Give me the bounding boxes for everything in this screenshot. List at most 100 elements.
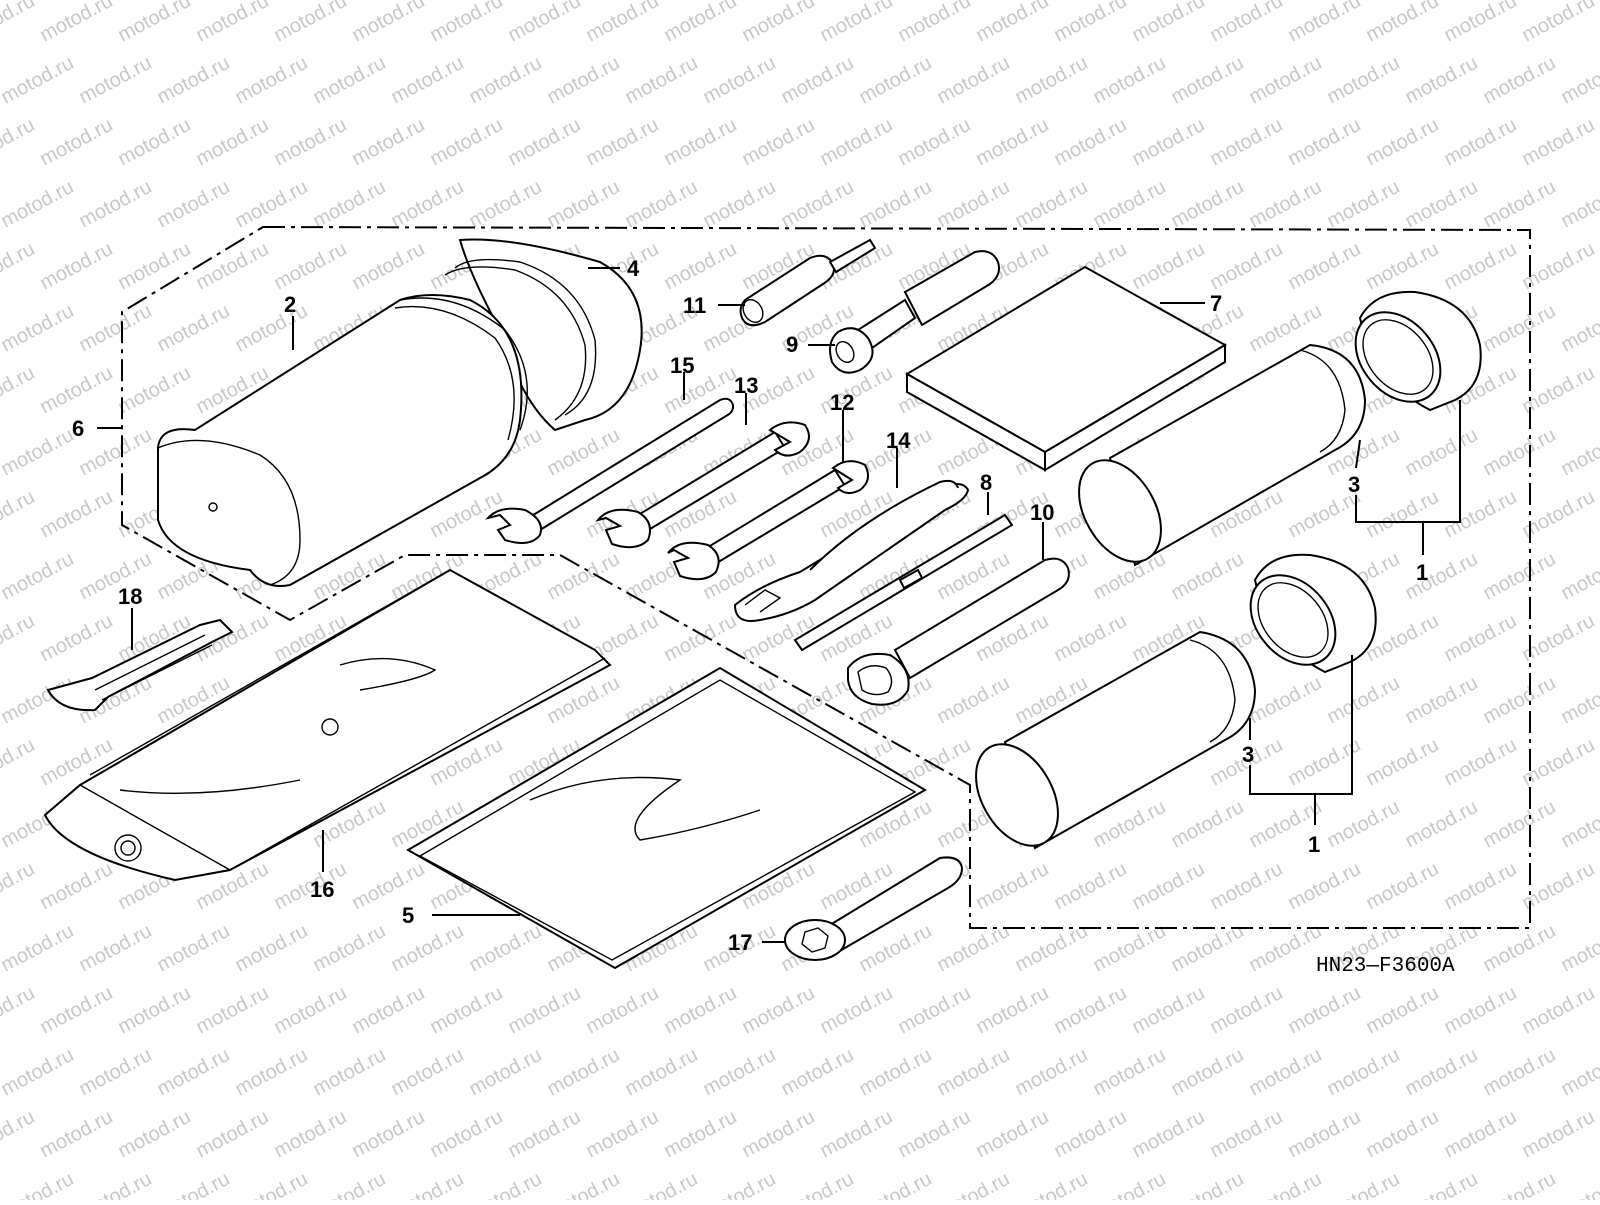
watermark-text: motod.ru [1401, 672, 1481, 728]
watermark-text: motod.ru [0, 610, 38, 666]
callout-labels: 4 2 6 7 11 9 15 13 12 14 8 10 3 1 18 3 1… [72, 256, 1428, 955]
watermark-text: motod.ru [1596, 610, 1600, 666]
watermark-text: motod.ru [1206, 114, 1286, 170]
watermark-text: motod.ru [1323, 1168, 1403, 1200]
watermark-text: motod.ru [1362, 0, 1442, 46]
watermark-text: motod.ru [153, 1044, 233, 1100]
watermark-text: motod.ru [348, 858, 428, 914]
watermark-text: motod.ru [933, 1044, 1013, 1100]
watermark-text: motod.ru [1050, 982, 1130, 1038]
watermark-text: motod.ru [153, 52, 233, 108]
part-screwdriver-handle [739, 238, 877, 327]
watermark-text: motod.ru [504, 0, 584, 46]
watermark-text: motod.ru [1557, 424, 1600, 480]
watermark-text: motod.ru [387, 52, 467, 108]
watermark-text: motod.ru [0, 486, 38, 542]
watermark-text: motod.ru [855, 1168, 935, 1200]
callout-2: 2 [284, 292, 296, 317]
watermark-text: motod.ru [543, 52, 623, 108]
watermark-text: motod.ru [933, 52, 1013, 108]
watermark-text: motod.ru [582, 114, 662, 170]
watermark-text: motod.ru [1440, 486, 1520, 542]
watermark-text: motod.ru [0, 548, 77, 604]
watermark-text: motod.ru [1245, 672, 1325, 728]
callout-17: 17 [728, 930, 752, 955]
part-spark-plug-wrench [847, 557, 1070, 706]
watermark-text: motod.ru [1440, 982, 1520, 1038]
watermark-text: motod.ru [309, 52, 389, 108]
watermark-text: motod.ru [582, 982, 662, 1038]
watermark-text: motod.ru [192, 0, 272, 46]
watermark-text: motod.ru [387, 1044, 467, 1100]
watermark-text: motod.ru [1557, 796, 1600, 852]
watermark-text: motod.ru [1128, 982, 1208, 1038]
watermark-text: motod.ru [465, 920, 545, 976]
watermark-text: motod.ru [36, 114, 116, 170]
watermark-text: motod.ru [1323, 52, 1403, 108]
watermark-text: motod.ru [114, 114, 194, 170]
watermark-text: motod.ru [1050, 114, 1130, 170]
callout-3-lower: 3 [1242, 742, 1254, 767]
watermark-text: motod.ru [426, 0, 506, 46]
leader-lines [97, 267, 1461, 943]
watermark-text: motod.ru [972, 858, 1052, 914]
callout-15: 15 [670, 353, 694, 378]
watermark-text: motod.ru [777, 1044, 857, 1100]
watermark-text: motod.ru [816, 114, 896, 170]
watermark-text: motod.ru [1167, 52, 1247, 108]
watermark-text: motod.ru [36, 1106, 116, 1162]
watermark-text: motod.ru [621, 52, 701, 108]
part-pliers [733, 479, 970, 622]
watermark-text: motod.ru [348, 982, 428, 1038]
watermark-text: motod.ru [1128, 114, 1208, 170]
watermark-text: motod.ru [231, 920, 311, 976]
watermark-text: motod.ru [1089, 1044, 1169, 1100]
watermark-text: motod.ru [1245, 176, 1325, 232]
part-hex-key-tool [784, 856, 964, 961]
watermark-text: motod.ru [1479, 300, 1559, 356]
watermark-text: motod.ru [1167, 796, 1247, 852]
watermark-text: motod.ru [1206, 0, 1286, 46]
watermark-text: motod.ru [0, 114, 38, 170]
watermark-text: motod.ru [465, 176, 545, 232]
watermark-text: motod.ru [1596, 362, 1600, 418]
watermark-text: motod.ru [231, 300, 311, 356]
part-tool-case-cover [444, 238, 643, 432]
watermark-text: motod.ru [1245, 1168, 1325, 1200]
watermark-text: motod.ru [1401, 796, 1481, 852]
watermark-text: motod.ru [855, 1044, 935, 1100]
watermark-text: motod.ru [1362, 858, 1442, 914]
watermark-text: motod.ru [1206, 858, 1286, 914]
watermark-text: motod.ru [465, 1168, 545, 1200]
watermark-text: motod.ru [1518, 982, 1598, 1038]
watermark-text: motod.ru [972, 0, 1052, 46]
watermark-text: motod.ru [75, 548, 155, 604]
part-tool-bag [43, 568, 612, 882]
part-cap-lower [1249, 553, 1377, 674]
callout-3-upper: 3 [1348, 472, 1360, 497]
watermark-text: motod.ru [0, 52, 77, 108]
watermark-text: motod.ru [894, 982, 974, 1038]
watermark-text: motod.ru [1401, 1044, 1481, 1100]
callout-12: 12 [830, 390, 854, 415]
watermark-text: motod.ru [933, 176, 1013, 232]
part-screwdriver [793, 513, 1014, 652]
watermark-text: motod.ru [36, 858, 116, 914]
watermark-text: motod.ru [75, 1168, 155, 1200]
watermark-text: motod.ru [153, 920, 233, 976]
watermark-text: motod.ru [1128, 858, 1208, 914]
watermark-text: motod.ru [0, 920, 77, 976]
watermark-text: motod.ru [309, 1044, 389, 1100]
watermark-text: motod.ru [114, 238, 194, 294]
watermark-text: motod.ru [894, 0, 974, 46]
watermark-text: motod.ru [1284, 982, 1364, 1038]
part-cap-upper [1354, 290, 1482, 412]
watermark-text: motod.ru [114, 0, 194, 46]
watermark-text: motod.ru [75, 1044, 155, 1100]
watermark-text: motod.ru [1011, 52, 1091, 108]
part-long-spanner [484, 397, 735, 545]
watermark-text: motod.ru [933, 672, 1013, 728]
watermark-text: motod.ru [1362, 114, 1442, 170]
watermark-text: motod.ru [1440, 114, 1520, 170]
diagram-code: HN23—F3600A [1316, 955, 1455, 978]
